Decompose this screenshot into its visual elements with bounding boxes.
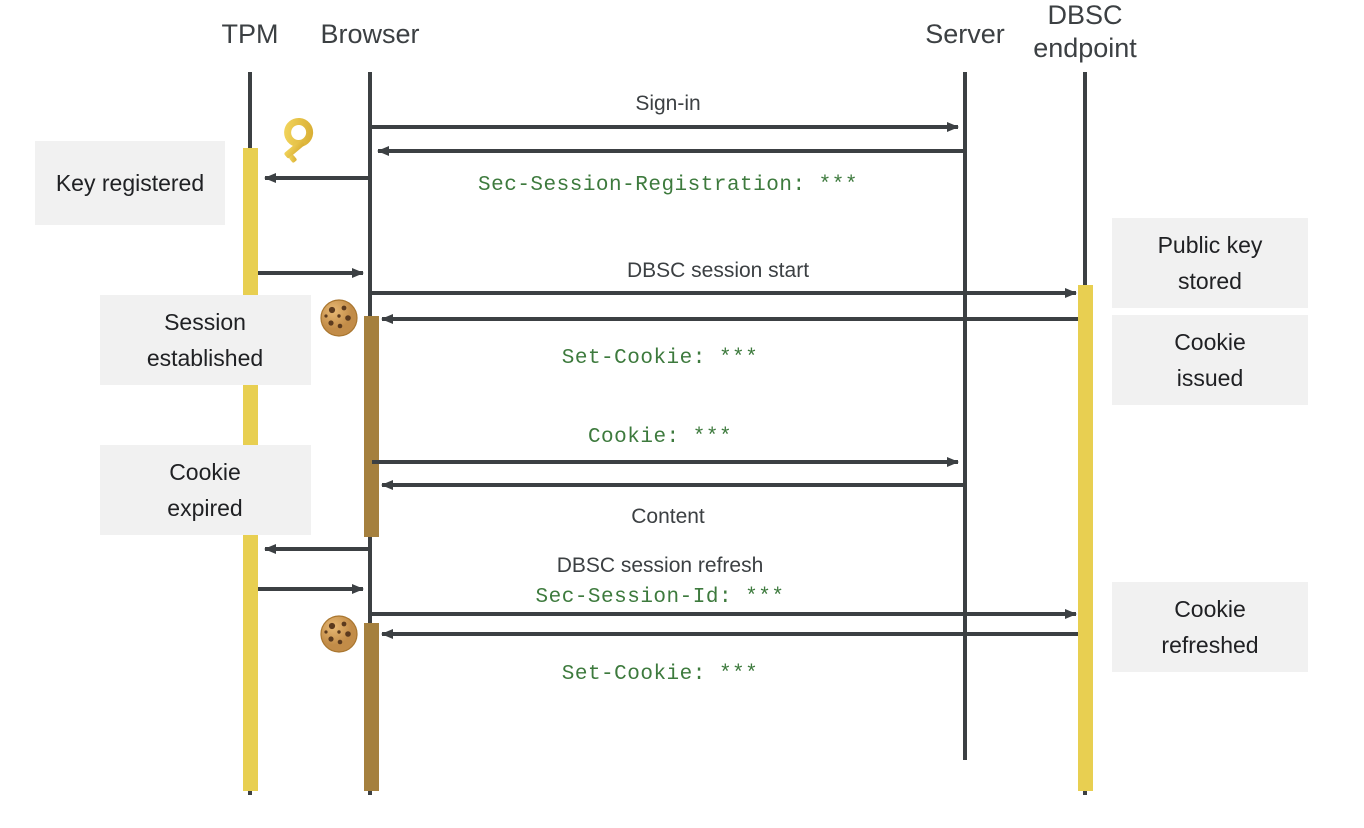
label-set-cookie-1: Set-Cookie: *** [562,347,759,370]
lifeline-label-tpm: TPM [222,19,279,49]
cookie-icon [320,615,358,653]
note-public-key-stored-line-1: Public key [1158,232,1263,258]
note-cookie-expired-line-1: Cookie [169,459,241,485]
note-public-key-stored-line-2: stored [1178,268,1242,294]
label-sign-in-response: Sec-Session-Registration: *** [478,174,858,197]
note-cookie-issued-line-2: issued [1177,365,1243,391]
activation-browser-2 [364,623,379,791]
note-cookie-refreshed: Cookie refreshed [1112,582,1308,672]
note-cookie-issued: Cookie issued [1112,315,1308,405]
lifeline-label-server: Server [925,19,1005,49]
note-cookie-issued-line-1: Cookie [1174,329,1246,355]
activation-dbsc [1078,285,1093,791]
label-dbsc-session-refresh: DBSC session refresh [557,554,764,577]
label-set-cookie-2: Set-Cookie: *** [562,663,759,686]
note-session-established-line-2: established [147,345,263,371]
note-key-registered-line-1: Key registered [56,170,204,196]
label-sec-session-id: Sec-Session-Id: *** [536,586,785,609]
lifeline-label-dbsc-2: endpoint [1033,33,1137,63]
notes-group: Key registered Session established Cooki… [35,141,1308,672]
cookie-icon [320,299,358,337]
note-session-established: Session established [100,295,311,385]
activation-browser-1 [364,316,379,537]
message-labels-group: Sign-in Sec-Session-Registration: *** DB… [478,92,858,686]
key-icon [284,117,314,163]
label-cookie-request: Cookie: *** [588,426,732,449]
note-cookie-expired: Cookie expired [100,445,311,535]
label-dbsc-session-start: DBSC session start [627,259,809,282]
lifeline-labels-group: TPM Browser Server DBSC endpoint [222,0,1138,63]
note-key-registered: Key registered [35,141,225,225]
label-sign-in: Sign-in [635,92,700,115]
messages-group [258,122,1078,639]
note-cookie-refreshed-line-1: Cookie [1174,596,1246,622]
label-content: Content [631,505,705,528]
lifeline-label-browser: Browser [320,19,419,49]
lifeline-label-dbsc: DBSC [1047,0,1122,30]
note-session-established-line-1: Session [164,309,246,335]
note-public-key-stored: Public key stored [1112,218,1308,308]
note-cookie-expired-line-2: expired [167,495,242,521]
note-cookie-refreshed-line-2: refreshed [1161,632,1258,658]
